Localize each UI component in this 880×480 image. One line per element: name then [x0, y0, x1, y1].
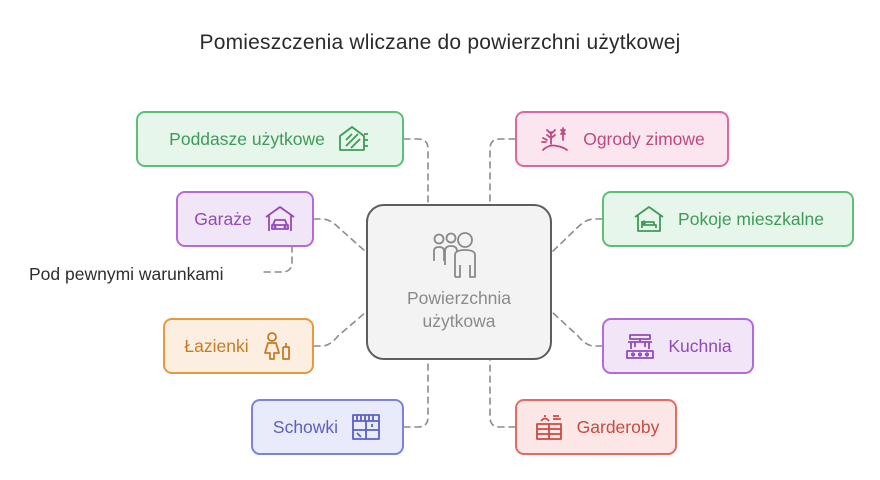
condition-note: Pod pewnymi warunkami [29, 264, 224, 284]
connector-schowki [403, 359, 429, 428]
attic-icon [338, 126, 368, 151]
node-label: Łazienki [184, 335, 249, 356]
house-bed-icon [634, 206, 664, 232]
node-ogrody[interactable]: Ogrody zimowe [515, 111, 729, 167]
node-garaze[interactable]: Garaże [176, 191, 314, 247]
people-group-icon [433, 232, 476, 278]
winter-garden-icon [541, 127, 569, 151]
wardrobe-icon [535, 415, 562, 440]
node-label: Schowki [272, 416, 339, 437]
bathroom-icon [263, 332, 290, 360]
connector-pokoje [551, 218, 603, 253]
connector-ogrody [489, 138, 516, 205]
connector-garderoby [489, 359, 516, 428]
connector-garaze [313, 218, 367, 253]
node-pokoje[interactable]: Pokoje mieszkalne [602, 191, 854, 247]
node-schowki[interactable]: Schowki [251, 399, 404, 455]
node-lazienki[interactable]: Łazienki [163, 318, 314, 374]
node-label: Garaże [194, 208, 252, 229]
connector-kuchnia [551, 311, 603, 347]
node-label: Garderoby [576, 416, 660, 437]
node-label: Kuchnia [668, 335, 732, 356]
node-poddasze[interactable]: Poddasze użytkowe [136, 111, 404, 167]
page-title: Pomieszczenia wliczane do powierzchni uż… [199, 31, 681, 54]
center-node[interactable]: Powierzchnia użytkowa [366, 204, 552, 360]
node-label: Ogrody zimowe [583, 128, 705, 149]
kitchen-icon [626, 334, 655, 359]
connector-note [261, 245, 293, 273]
node-label: Pokoje mieszkalne [678, 208, 824, 229]
node-kuchnia[interactable]: Kuchnia [602, 318, 754, 374]
center-label: Powierzchnia użytkowa [406, 288, 512, 331]
node-label: Poddasze użytkowe [169, 128, 325, 149]
garage-icon [265, 206, 295, 231]
connector-poddasze [403, 138, 429, 205]
connector-lazienki [313, 311, 367, 347]
node-garderoby[interactable]: Garderoby [515, 399, 677, 455]
storage-icon [352, 414, 380, 440]
